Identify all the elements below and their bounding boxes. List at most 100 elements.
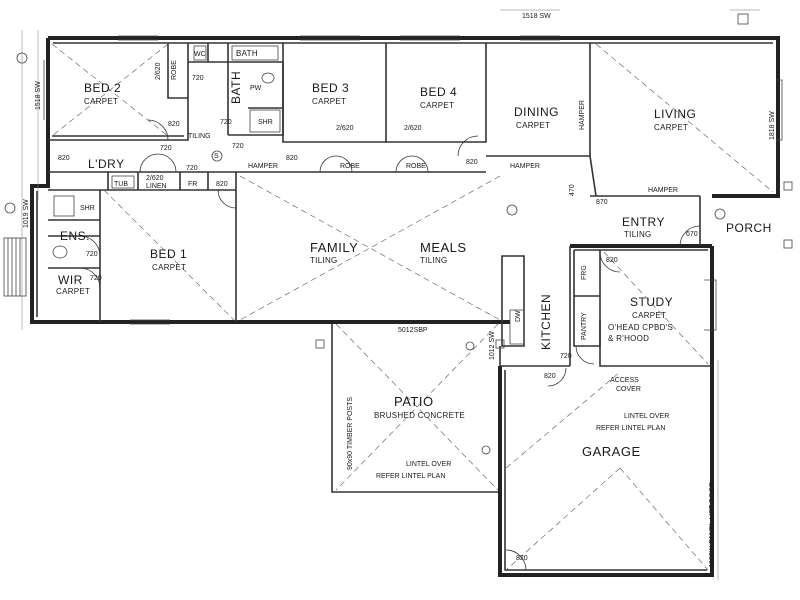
porch-name: PORCH [726, 221, 772, 235]
bed2-finish: CARPET [84, 97, 118, 106]
shr-label: SHR [258, 119, 273, 126]
patio-light-icon [465, 341, 475, 351]
door-820-ldry: 820 [58, 155, 70, 162]
patio-lintel-1: LINTEL OVER [406, 461, 451, 468]
smoke-detector-icon [211, 150, 223, 162]
window-marks [43, 35, 783, 331]
bed4-name: BED 4 [420, 85, 457, 99]
door-820-garage: 820 [516, 555, 528, 562]
kitchen-name: KITCHEN [539, 294, 553, 350]
meter-box-icon [16, 52, 28, 64]
door-2620-linen: 2/620 [146, 175, 164, 182]
linen-label: LINEN [146, 183, 167, 190]
door-720-wc: 720 [220, 119, 232, 126]
door-820-bed2: 820 [168, 121, 180, 128]
door-720-bath: 720 [232, 143, 244, 150]
door-820-bed3: 820 [286, 155, 298, 162]
door-720-ldry: 720 [160, 145, 172, 152]
porch-light-icon [714, 208, 726, 220]
symbols [4, 13, 793, 455]
living-finish: CARPET [654, 123, 688, 132]
family-finish: TILING [310, 256, 338, 265]
bed4-finish: CARPET [420, 101, 454, 110]
gas-meter-icon [4, 202, 16, 214]
interior-walls [48, 43, 712, 367]
tiling-label: TILING [188, 133, 211, 140]
bed3-finish: CARPET [312, 97, 346, 106]
door-720-linen: 720 [186, 165, 198, 172]
dimension-lines [21, 9, 760, 580]
bed2-name: BED 2 [84, 81, 121, 95]
study-note2: & R'HOOD [608, 334, 649, 343]
dim-top: 1518 SW [522, 13, 551, 20]
door-870: 870 [596, 199, 608, 206]
porch-post-icon [783, 239, 793, 249]
bed2-robe: ROBE [171, 60, 178, 80]
living-name: LIVING [654, 107, 696, 121]
door-670: 670 [686, 231, 698, 238]
room-diagonals [51, 43, 774, 571]
meals-finish: TILING [420, 256, 448, 265]
fr-label: FR [188, 181, 197, 188]
door-820-bed1: 820 [216, 181, 228, 188]
bed1-name: BED 1 [150, 247, 187, 261]
study-finish: CARPET [632, 311, 666, 320]
door-720-wir: 720 [90, 275, 102, 282]
dim-1818: 1818 SW [769, 111, 776, 140]
outer-walls [30, 36, 780, 577]
hamper-label-4: HAMPER [648, 187, 678, 194]
dining-finish: CARPET [516, 121, 550, 130]
garage-lintel-1: LINTEL OVER [624, 413, 669, 420]
bed1-finish: CARPET [152, 263, 186, 272]
bed4-robe: ROBE [406, 163, 426, 170]
ens-shr-label: SHR [80, 205, 95, 212]
porch-post-icon [783, 181, 793, 191]
door-470: 470 [569, 184, 576, 196]
garage-name: GARAGE [582, 444, 641, 459]
frg-label: FRG [581, 265, 588, 280]
ldry-name: L'DRY [88, 157, 125, 171]
dw-label: DW [515, 310, 522, 322]
garage-light-icon [481, 445, 491, 455]
wc-label: WC [194, 51, 206, 58]
pantry-label: PANTRY [581, 312, 588, 340]
ens-name: ENS. [60, 229, 90, 243]
family-name: FAMILY [310, 240, 358, 255]
access-cover-1: ACCESS [610, 377, 639, 384]
study-name: STUDY [630, 295, 673, 309]
annotations: TILING HAMPER HAMPER HAMPER HAMPER 2/620… [23, 13, 776, 568]
door-720-ens: 720 [86, 251, 98, 258]
dining-name: DINING [514, 105, 559, 119]
bed3-robe: ROBE [340, 163, 360, 170]
entry-finish: TILING [624, 230, 652, 239]
entry-name: ENTRY [622, 215, 665, 229]
pw-label: PW [250, 85, 262, 92]
room-labels: BED 2 CARPET BED 3 CARPET BED 4 CARPET D… [56, 49, 772, 459]
patio-lintel-2: REFER LINTEL PLAN [376, 473, 445, 480]
dim-1012: 1012 SW [489, 331, 496, 360]
bath-name: BATH [229, 71, 243, 104]
dim-1019: 1019 SW [23, 199, 30, 228]
dim-1518: 1518 SW [35, 81, 42, 110]
door-720-robe: 720 [192, 75, 204, 82]
patio-finish: BRUSHED CONCRETE [374, 411, 465, 420]
light-point-icon [506, 204, 518, 216]
wir-finish: CARPET [56, 287, 90, 296]
hamper-label-3: HAMPER [579, 100, 586, 130]
access-cover-2: COVER [616, 386, 641, 393]
timber-posts: 90x90 TIMBER POSTS [347, 397, 354, 470]
door-2620-bed4: 2/620 [404, 125, 422, 132]
door-swings [79, 119, 701, 571]
door-2620-bed2: 2/620 [155, 62, 162, 80]
patio-name: PATIO [394, 394, 434, 409]
bed3-name: BED 3 [312, 81, 349, 95]
garage-lintel-2: REFER LINTEL PLAN [596, 425, 665, 432]
meals-name: MEALS [420, 240, 467, 255]
sliding-door-label: 5012SBP [398, 327, 428, 334]
hamper-label-2: HAMPER [510, 163, 540, 170]
patio-post-icon [495, 339, 505, 349]
door-820-kitchen: 820 [544, 373, 556, 380]
bath-fixture: BATH [236, 49, 258, 58]
smoke-detector: S [214, 153, 219, 160]
